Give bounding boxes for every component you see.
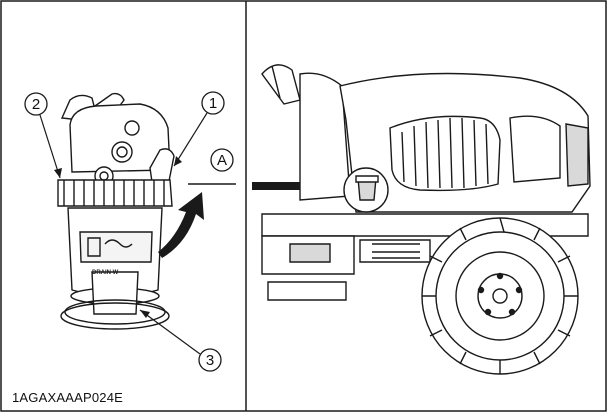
fuel-filter-illustration xyxy=(57,92,175,330)
callout-1: 1 xyxy=(173,91,225,167)
callout-2: 2 xyxy=(24,92,62,179)
callout-3: 3 xyxy=(139,309,222,372)
tractor-illustration xyxy=(261,64,591,375)
callout-a-label: A xyxy=(217,152,227,169)
bowl-label: DRAIN W xyxy=(92,270,119,276)
callout-1-label: 1 xyxy=(209,95,217,112)
callout-3-label: 3 xyxy=(206,352,214,369)
rotation-arrow xyxy=(158,192,204,258)
figure-code: 1AGAXAAAP024E xyxy=(12,390,123,405)
callout-2-label: 2 xyxy=(32,96,40,113)
callout-a: A xyxy=(210,148,234,172)
